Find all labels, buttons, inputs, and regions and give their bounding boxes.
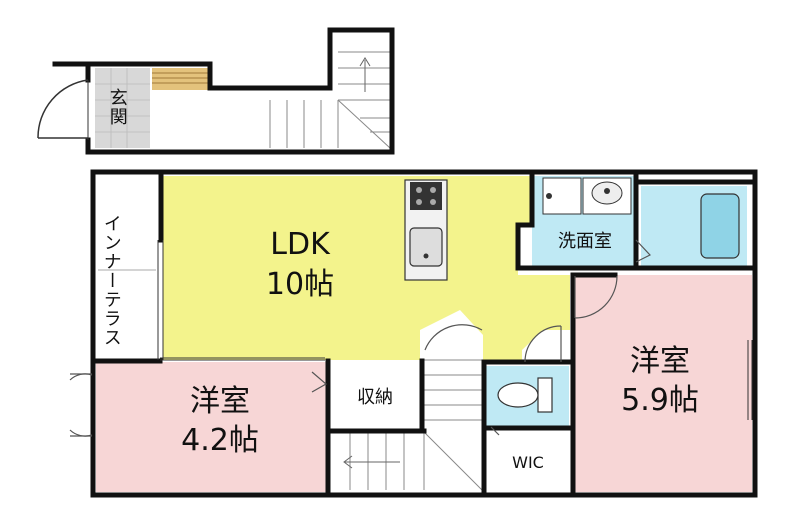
ldk-room (163, 176, 570, 360)
western-room-large (575, 275, 752, 492)
windows (98, 240, 753, 420)
western-room-small-label: 洋室 (190, 384, 250, 419)
inner-terrace (96, 176, 161, 361)
genkan-label: 玄関 (106, 88, 128, 126)
stair-opening-arc (424, 324, 483, 351)
ldk-label: LDK (270, 227, 330, 262)
main-walls (90, 169, 758, 498)
western-room-small (96, 362, 328, 492)
toilet-icon (497, 377, 553, 413)
entry-step (152, 68, 208, 90)
stove-icon (410, 182, 442, 210)
western-room-small-size: 4.2帖 (181, 423, 259, 458)
bathtub-icon (700, 193, 740, 259)
genkan-floor (95, 68, 150, 148)
ldk-size-label: 10帖 (265, 267, 335, 302)
stairs-icon (330, 350, 483, 491)
entrance-walls (52, 27, 395, 155)
wic-label: WIC (512, 453, 544, 472)
inner-terrace-label: インナーテラス (100, 213, 122, 347)
entrance-section (37, 27, 395, 155)
door-swing-icon (37, 79, 89, 140)
door-swing-icon (69, 239, 651, 437)
washroom-label: 洗面室 (558, 231, 612, 252)
storage-label: 収納 (357, 387, 393, 408)
walk-in-closet (485, 428, 571, 492)
storage-closet (332, 366, 422, 429)
western-room-large-size: 5.9帖 (621, 383, 699, 418)
western-room-large-label: 洋室 (630, 344, 690, 379)
stairs-icon (269, 51, 391, 149)
sink-icon (409, 227, 443, 267)
